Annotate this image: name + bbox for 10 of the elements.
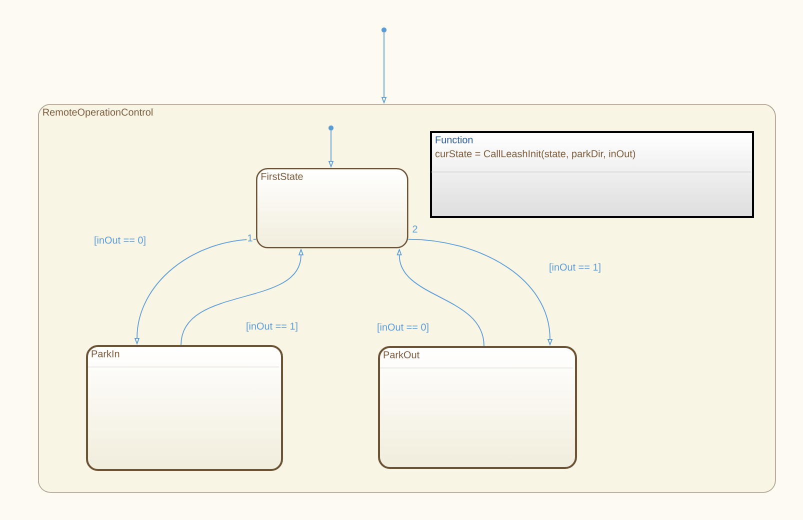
priority-number: 2 bbox=[412, 226, 418, 232]
state-box: FirstState bbox=[256, 168, 408, 248]
state-box: ParkIn bbox=[86, 345, 283, 471]
state-box: ParkOut bbox=[378, 346, 577, 469]
edge-label: [inOut == 0] bbox=[378, 323, 428, 333]
edge-label: [inOut == 0] bbox=[94, 236, 146, 246]
edge-label: [inOut == 1] bbox=[246, 322, 298, 332]
edge-label: [inOut == 1] bbox=[550, 263, 600, 273]
function-box: Function curState = CallLeashInit(state, parkDir, inOut) bbox=[430, 131, 754, 218]
priority-number: 1 bbox=[248, 234, 252, 242]
